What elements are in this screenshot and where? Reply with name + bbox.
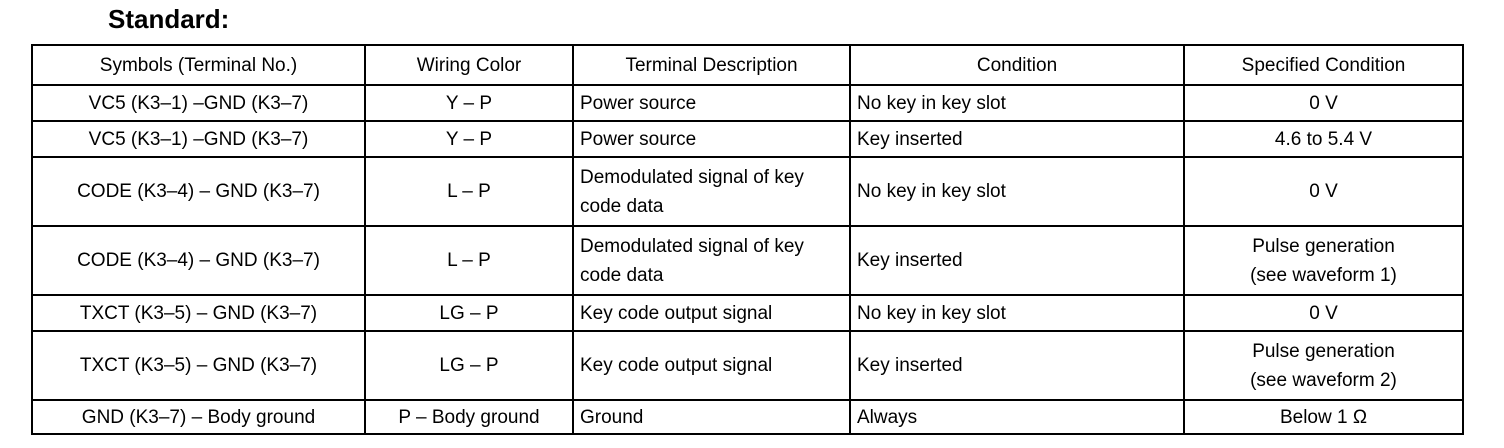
cell-wiring-color: L – P (364, 156, 574, 227)
cell-wiring-color: Y – P (364, 84, 574, 122)
cell-description-line: code data (580, 195, 664, 217)
cell-wiring-color: LG – P (364, 330, 574, 401)
table-row: GND (K3–7) – Body ground P – Body ground… (31, 399, 1464, 435)
cell-condition: No key in key slot (849, 84, 1185, 122)
cell-specified-condition: 0 V (1183, 294, 1464, 332)
cell-description: Power source (572, 120, 851, 158)
cell-description-line: Power source (580, 92, 697, 114)
cell-condition: No key in key slot (849, 156, 1185, 227)
cell-description: Ground (572, 399, 851, 435)
table-row: TXCT (K3–5) – GND (K3–7) LG – P Key code… (31, 330, 1464, 401)
cell-specified-condition: Pulse generation (see waveform 2) (1183, 330, 1464, 401)
column-header-condition: Condition (849, 44, 1185, 86)
cell-specified-condition: Pulse generation (see waveform 1) (1183, 225, 1464, 296)
table-row: CODE (K3–4) – GND (K3–7) L – P Demodulat… (31, 225, 1464, 296)
page-title: Standard: (108, 4, 230, 34)
cell-description-line: Ground (580, 406, 644, 428)
cell-description-line: Power source (580, 128, 697, 150)
table-row: VC5 (K3–1) –GND (K3–7) Y – P Power sourc… (31, 120, 1464, 158)
cell-description: Key code output signal (572, 330, 851, 401)
cell-condition: Key inserted (849, 225, 1185, 296)
cell-specified-line: Below 1 Ω (1279, 406, 1368, 428)
column-header-wiring-color: Wiring Color (364, 44, 574, 86)
cell-specified-condition: Below 1 Ω (1183, 399, 1464, 435)
cell-wiring-color: P – Body ground (364, 399, 574, 435)
cell-condition: Key inserted (849, 330, 1185, 401)
cell-symbol: VC5 (K3–1) –GND (K3–7) (31, 84, 366, 122)
cell-wiring-color: Y – P (364, 120, 574, 158)
cell-specified-line: 0 V (1309, 181, 1338, 202)
cell-condition: No key in key slot (849, 294, 1185, 332)
column-header-terminal-description: Terminal Description (572, 44, 851, 86)
column-header-specified-condition: Specified Condition (1183, 44, 1464, 86)
cell-wiring-color: LG – P (364, 294, 574, 332)
cell-symbol: CODE (K3–4) – GND (K3–7) (31, 225, 366, 296)
cell-condition: Always (849, 399, 1185, 435)
cell-description: Demodulated signal of key code data (572, 156, 851, 227)
cell-symbol: GND (K3–7) – Body ground (31, 399, 366, 435)
cell-description-line: Demodulated signal of key (580, 235, 804, 257)
cell-condition: Key inserted (849, 120, 1185, 158)
cell-specified-condition: 4.6 to 5.4 V (1183, 120, 1464, 158)
cell-specified-line: (see waveform 2) (1250, 369, 1397, 391)
cell-specified-condition: 0 V (1183, 84, 1464, 122)
cell-specified-line: (see waveform 1) (1250, 264, 1397, 286)
cell-specified-line: Pulse generation (1252, 235, 1395, 257)
table-header-row: Symbols (Terminal No.) Wiring Color Term… (31, 44, 1464, 86)
cell-specified-line: 0 V (1309, 302, 1338, 324)
cell-symbol: TXCT (K3–5) – GND (K3–7) (31, 294, 366, 332)
cell-specified-condition: 0 V (1183, 156, 1464, 227)
table-row: CODE (K3–4) – GND (K3–7) L – P Demodulat… (31, 156, 1464, 227)
cell-description: Demodulated signal of key code data (572, 225, 851, 296)
cell-symbol: TXCT (K3–5) – GND (K3–7) (31, 330, 366, 401)
cell-description: Key code output signal (572, 294, 851, 332)
cell-specified-line: 4.6 to 5.4 V (1274, 128, 1373, 150)
cell-specified-line: Pulse generation (1252, 340, 1395, 362)
cell-specified-line: 0 V (1309, 92, 1338, 114)
table-row: VC5 (K3–1) –GND (K3–7) Y – P Power sourc… (31, 84, 1464, 122)
cell-description: Power source (572, 84, 851, 122)
cell-wiring-color: L – P (364, 225, 574, 296)
standard-spec-table: Symbols (Terminal No.) Wiring Color Term… (31, 44, 1464, 435)
cell-description-line: Key code output signal (580, 302, 773, 324)
cell-description-line: Key code output signal (580, 355, 773, 376)
table-row: TXCT (K3–5) – GND (K3–7) LG – P Key code… (31, 294, 1464, 332)
column-header-symbols: Symbols (Terminal No.) (31, 44, 366, 86)
cell-description-line: Demodulated signal of key (580, 166, 804, 188)
cell-description-line: code data (580, 264, 664, 286)
cell-symbol: VC5 (K3–1) –GND (K3–7) (31, 120, 366, 158)
cell-symbol: CODE (K3–4) – GND (K3–7) (31, 156, 366, 227)
